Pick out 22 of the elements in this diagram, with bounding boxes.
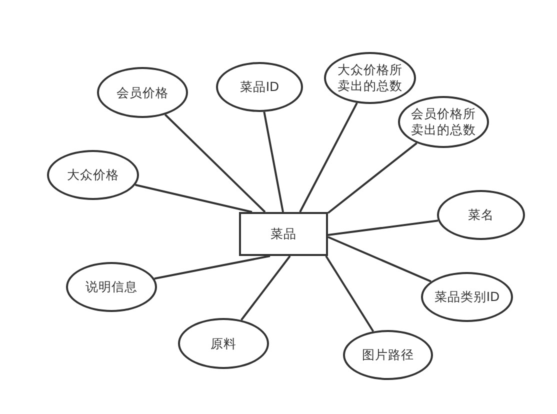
- connector-line: [299, 102, 358, 212]
- attribute-name: 大众价格: [67, 167, 119, 183]
- attribute-name: 会员价格所卖出的总数: [410, 106, 477, 138]
- connector-line: [328, 220, 438, 236]
- attribute-name: 大众价格所卖出的总数: [336, 62, 404, 94]
- connector-line: [154, 255, 270, 280]
- entity-box: [239, 212, 328, 256]
- connector-line: [328, 236, 432, 282]
- attribute-name: 图片路径: [362, 347, 414, 363]
- entity-name: 菜品: [270, 226, 296, 242]
- connector-line: [327, 142, 418, 214]
- attribute-name: 说明信息: [86, 279, 138, 295]
- connector-line: [135, 184, 252, 213]
- connector-line: [240, 255, 291, 321]
- attribute-name: 菜品类别ID: [434, 289, 500, 305]
- attribute-name: 原料: [210, 336, 236, 352]
- connector-line: [263, 112, 284, 212]
- attribute-name: 菜名: [468, 207, 494, 223]
- connector-line: [325, 255, 374, 332]
- connector-line: [164, 114, 266, 213]
- attribute-name: 菜品ID: [240, 79, 280, 95]
- attribute-name: 会员价格: [116, 84, 168, 100]
